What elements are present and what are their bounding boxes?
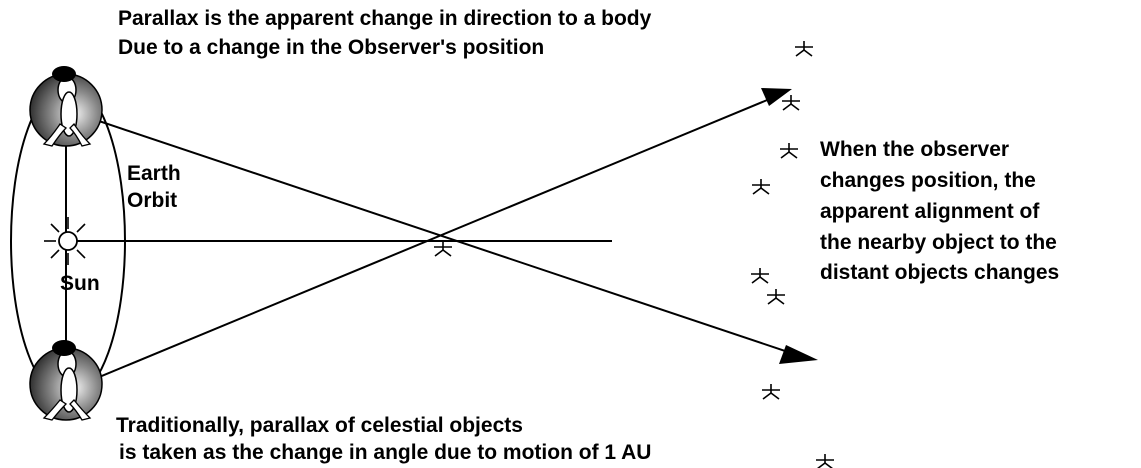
distant-star-icon [779, 142, 799, 159]
footnote-line-2: is taken as the change in angle due to m… [119, 441, 651, 464]
title-line-2: Due to a change in the Observer's positi… [118, 36, 544, 59]
distant-star-icon [794, 40, 814, 57]
sight-line-top-earth [77, 113, 807, 359]
distant-star-icon [815, 453, 835, 468]
arrowhead-upper-right [761, 88, 792, 106]
explanation-line-1: When the observer [820, 138, 1009, 161]
orbit-label-line-1: Earth [127, 162, 181, 185]
explanation-line-3: apparent alignment of [820, 200, 1040, 223]
distant-star-icon [751, 178, 771, 195]
explanation-line-2: changes position, the [820, 169, 1036, 192]
explanation-line-4: the nearby object to the [820, 231, 1057, 254]
earth-bottom-icon [29, 340, 103, 421]
arrowhead-lower-right [779, 345, 818, 364]
orbit-label-line-2: Orbit [127, 189, 177, 212]
distant-star-icon [781, 94, 801, 111]
observer-bottom-icon [42, 340, 92, 421]
distant-star-icon [750, 267, 770, 284]
distant-star-icon [761, 383, 781, 400]
explanation-line-5: distant objects changes [820, 261, 1059, 284]
observer-top-icon [42, 66, 92, 147]
title-line-1: Parallax is the apparent change in direc… [118, 7, 652, 30]
footnote-line-1: Traditionally, parallax of celestial obj… [116, 414, 523, 437]
earth-top-icon [29, 66, 103, 147]
sight-line-bottom-earth [79, 97, 773, 386]
nearby-star-icon [433, 240, 453, 257]
distant-star-icon [766, 288, 786, 305]
sun-label: Sun [60, 272, 100, 295]
sun-icon [44, 217, 92, 265]
